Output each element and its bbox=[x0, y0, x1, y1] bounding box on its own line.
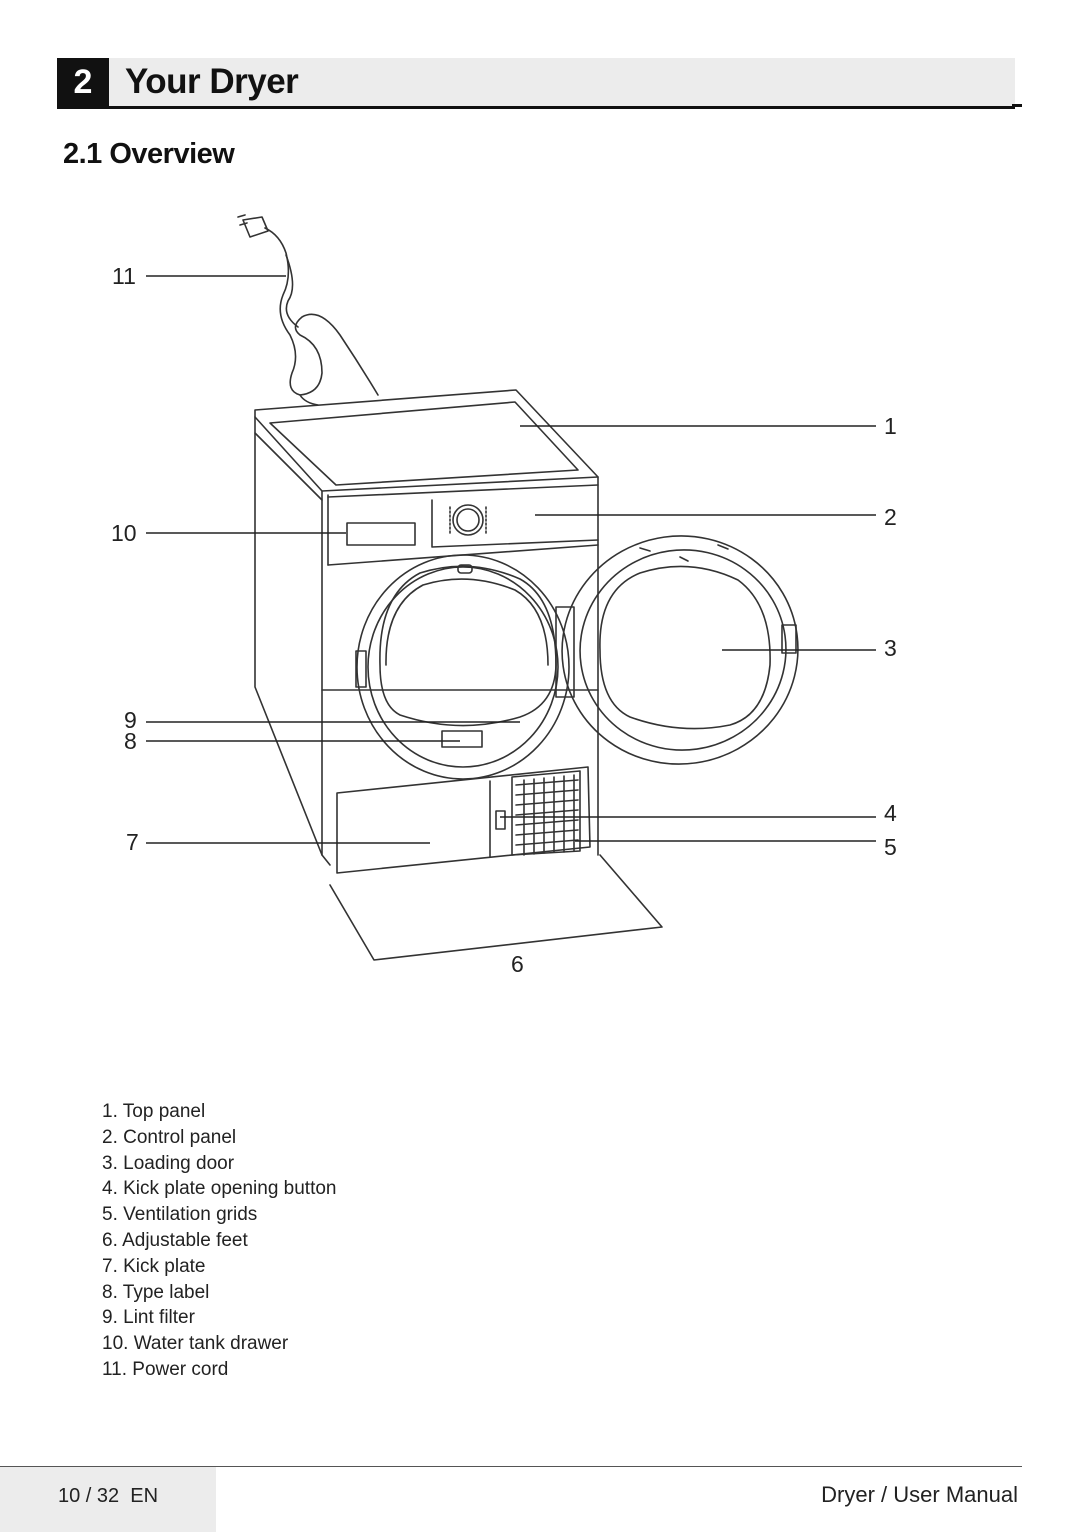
control-panel-drawing bbox=[346, 499, 599, 548]
legend-item: 6. Adjustable feet bbox=[102, 1229, 248, 1251]
legend-item: 9. Lint filter bbox=[102, 1307, 195, 1329]
header-rule-end bbox=[1012, 104, 1022, 107]
chapter-number: 2 bbox=[57, 58, 109, 106]
legend-item: 8. Type label bbox=[102, 1281, 210, 1303]
legend-item: 2. Control panel bbox=[102, 1126, 237, 1148]
callout-3: 3 bbox=[884, 635, 897, 661]
parts-legend: 1. Top panel 2. Control panel 3. Loading… bbox=[102, 1099, 337, 1383]
power-cord-drawing bbox=[237, 214, 379, 406]
callout-7: 7 bbox=[126, 829, 139, 855]
callout-9: 9 bbox=[124, 707, 137, 733]
manual-title: Dryer / User Manual bbox=[821, 1482, 1018, 1507]
callout-6: 6 bbox=[511, 951, 524, 977]
footer-page-box bbox=[0, 1467, 216, 1532]
callout-2: 2 bbox=[884, 504, 897, 530]
cabinet-drawing bbox=[254, 389, 599, 866]
drum-opening-drawing bbox=[355, 554, 570, 780]
legend-item: 3. Loading door bbox=[102, 1152, 235, 1174]
callout-5: 5 bbox=[884, 834, 897, 860]
callout-1: 1 bbox=[884, 413, 897, 439]
legend-item: 11. Power cord bbox=[102, 1358, 229, 1380]
kick-plate-drawing bbox=[336, 766, 591, 874]
callout-4: 4 bbox=[884, 800, 897, 826]
chapter-title: Your Dryer bbox=[125, 62, 299, 101]
loading-door-drawing bbox=[555, 535, 799, 765]
callout-11: 11 bbox=[112, 263, 136, 289]
dryer-illustration: 11 1 2 10 3 9 8 4 7 5 6 bbox=[111, 214, 897, 977]
footer-rule bbox=[0, 1466, 1022, 1467]
legend-item: 5. Ventilation grids bbox=[102, 1204, 258, 1226]
feet-outline-drawing bbox=[329, 854, 663, 961]
page-number: 10 / 32 EN bbox=[58, 1485, 159, 1507]
section-heading: 2.1 Overview bbox=[63, 138, 235, 170]
dryer-overview-figure: 11 1 2 10 3 9 8 4 7 5 6 bbox=[0, 195, 1080, 995]
legend-item: 10. Water tank drawer bbox=[102, 1333, 289, 1355]
legend-item: 4. Kick plate opening button bbox=[102, 1178, 337, 1200]
callout-8: 8 bbox=[124, 728, 137, 754]
legend-item: 7. Kick plate bbox=[102, 1255, 206, 1277]
chapter-header: 2 Your Dryer bbox=[57, 58, 1015, 109]
legend-item: 1. Top panel bbox=[102, 1101, 206, 1122]
callout-10: 10 bbox=[111, 520, 137, 546]
